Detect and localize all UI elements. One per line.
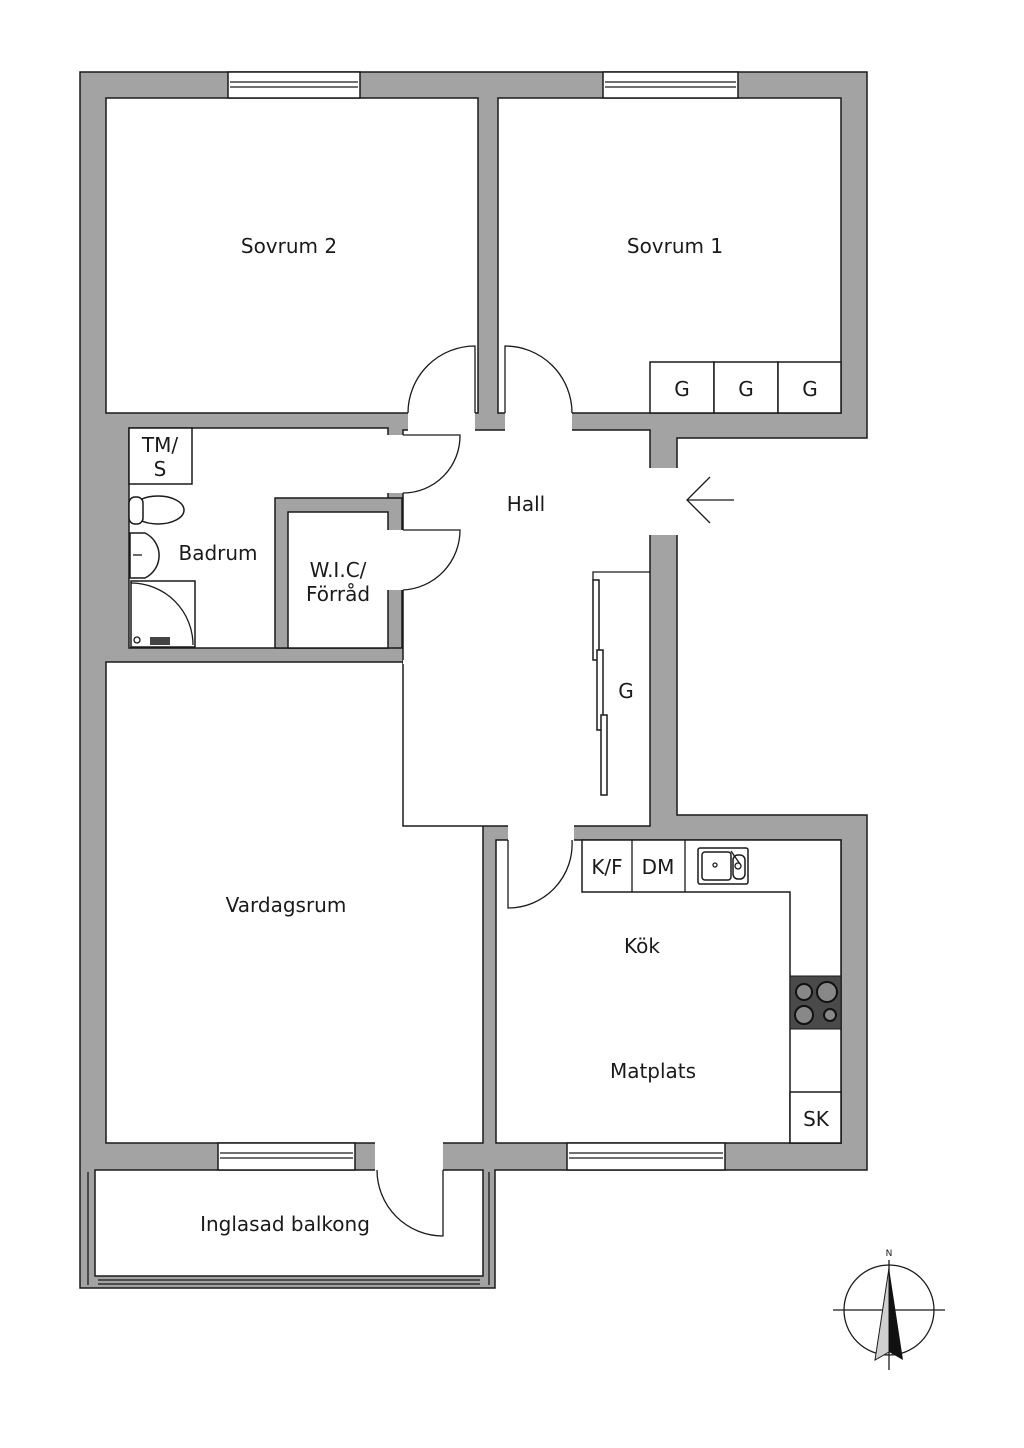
tm-s-label: TM/ [141,433,178,457]
door-arcs [376,345,573,1237]
fridge-label: K/F [591,855,622,879]
tm-s-label: S [154,457,167,481]
washer-dryer [128,427,193,485]
entrance-opening [648,468,679,535]
label-hall: Hall [507,492,545,516]
label-matplats: Matplats [610,1059,696,1083]
closet-label: G [802,377,818,401]
compass-icon [833,1260,945,1370]
label-kok: Kök [624,934,660,958]
room-sovrum-2 [105,97,479,414]
toilet-icon [128,495,185,525]
room-sovrum-1 [497,97,842,414]
cabinet-label: SK [803,1107,830,1131]
kitchen-sink-icon [697,847,749,885]
label-balkong: Inglasad balkong [200,1212,370,1236]
sink-icon [129,532,160,579]
label-sovrum-1: Sovrum 1 [627,234,723,258]
entrance-arrow-icon [686,476,734,524]
stove-icon [789,975,842,1030]
compass-north-label: N [886,1249,893,1259]
wardrobe-label: G [618,679,634,703]
room-wic [287,511,389,649]
closet-label: G [674,377,690,401]
label-badrum: Badrum [178,541,257,565]
hall-wardrobe [592,571,650,796]
balcony-area [94,1169,484,1277]
windows [217,71,739,1171]
shower-icon [130,580,196,648]
bedroom-closets [649,361,842,414]
label-forrad: Förråd [306,582,370,606]
label-vardagsrum: Vardagsrum [226,893,347,917]
label-wic: W.I.C/ [310,558,367,582]
closet-label: G [738,377,754,401]
kitchen-counter [581,839,842,1144]
label-sovrum-2: Sovrum 2 [241,234,337,258]
dishwasher-label: DM [642,855,675,879]
